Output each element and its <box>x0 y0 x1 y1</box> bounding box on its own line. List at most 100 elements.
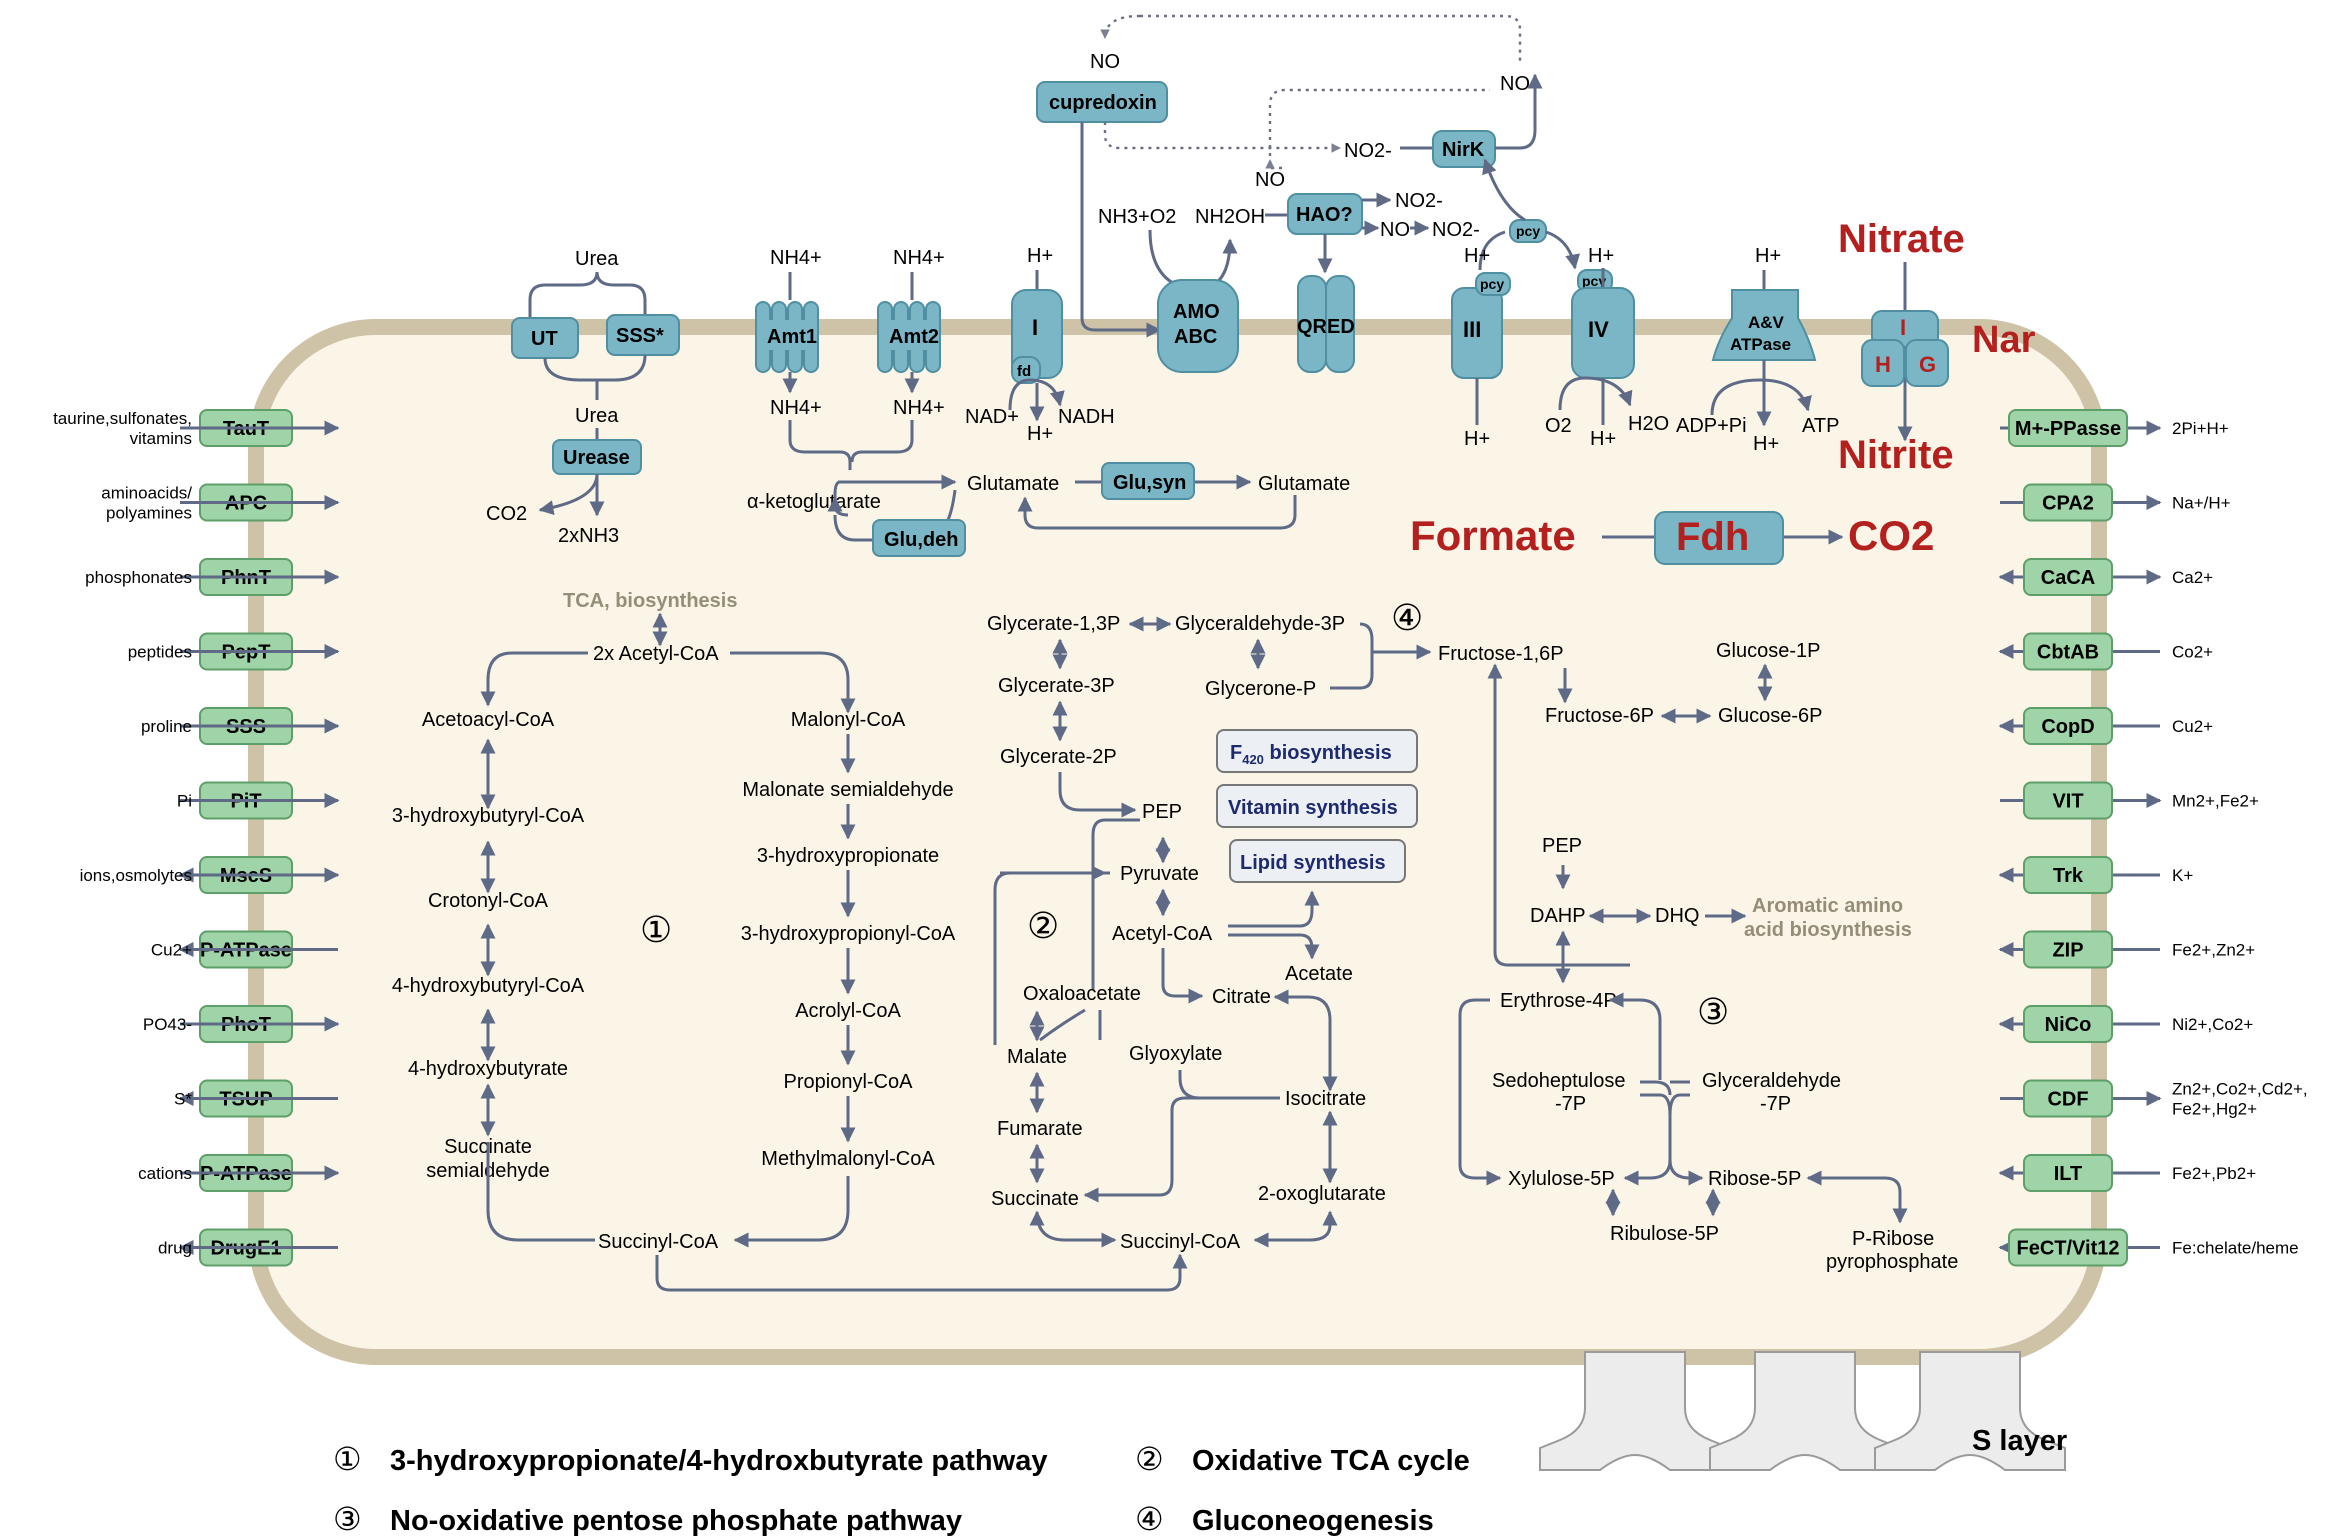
ribose-prpp-arrow <box>1806 1170 1908 1224</box>
succinyl-link-path <box>655 1253 1188 1292</box>
h-plus-iv-bottom: H+ <box>1590 428 1616 450</box>
left-substrate-label: peptides <box>128 643 192 662</box>
nitrite-label: Nitrite <box>1838 433 1954 477</box>
cupredoxin-protein <box>1036 81 1168 123</box>
pcy-top-label: pcy <box>1516 223 1540 239</box>
amt1-transporter <box>755 301 819 373</box>
formate-label: Formate <box>1410 512 1576 559</box>
succinyl-succinate-arrow <box>1029 1210 1117 1248</box>
sedo-ribose-arrow <box>1668 1093 1704 1186</box>
pcy-top <box>1509 219 1547 243</box>
nh4-in-2: NH4+ <box>893 397 945 419</box>
left-substrate-label: Pi <box>177 792 192 811</box>
no2-hao-label: NO2- <box>1395 190 1443 212</box>
right-transporter-label: M+-PPasse <box>2015 418 2121 440</box>
acetyl-coa-2x-label: 2x Acetyl-CoA <box>593 643 719 665</box>
glyoxylate-label: Glyoxylate <box>1129 1043 1222 1065</box>
fdh-label: Fdh <box>1676 515 1749 559</box>
h-plus-atpase-bottom: H+ <box>1753 433 1779 455</box>
acetyl-lipid-arrow <box>1228 890 1320 928</box>
ut-label: UT <box>531 328 558 350</box>
right-substrate-label: Ca2+ <box>2172 568 2213 587</box>
right-transporter-label: Trk <box>2053 865 2084 887</box>
right-transporter-box <box>2023 558 2113 596</box>
left-substrate-label: taurine,sulfonates, <box>53 409 192 428</box>
right-transporter-box <box>2023 930 2113 969</box>
glycerate-3p-label: Glycerate-3P <box>998 675 1115 697</box>
amt2-label: Amt2 <box>889 326 939 348</box>
right-transporter-label: NiCo <box>2045 1014 2092 1036</box>
cupredoxin-amo-arrow <box>1080 122 1162 338</box>
erythrose-4p-label: Erythrose-4P <box>1500 990 1617 1012</box>
atpase-label-2: ATPase <box>1730 335 1791 354</box>
pcy-iv-arrow <box>1545 230 1581 270</box>
av-atpase <box>1711 289 1817 361</box>
left-substrate-label: PO43- <box>143 1015 192 1034</box>
p1-right-metabolite: 3-hydroxypropionyl-CoA <box>741 923 956 945</box>
prpp-label-2: pyrophosphate <box>1826 1251 1958 1273</box>
amt2-transporter <box>877 301 941 373</box>
right-transporter-box <box>2023 483 2113 522</box>
glu-syn-label: Glu,syn <box>1113 472 1186 494</box>
cupredoxin-no2-dotted <box>1103 122 1341 153</box>
glyceraldehyde-7p-label-1: Glyceraldehyde <box>1702 1070 1841 1092</box>
right-substrate-label: Ni2+,Co2+ <box>2172 1015 2253 1034</box>
succinyl-coa-p2-label: Succinyl-CoA <box>1120 1231 1241 1253</box>
f420-box <box>1216 729 1418 773</box>
vitamin-label: Vitamin synthesis <box>1228 797 1398 819</box>
acetyl-acetate-arrow <box>1228 933 1320 960</box>
h-plus-ci-top: H+ <box>1027 245 1053 267</box>
urea-ut-path <box>528 271 599 318</box>
no-label-4: NO <box>1380 219 1410 241</box>
glutamate-return-path <box>1017 495 1297 530</box>
right-substrate-label: 2Pi+H+ <box>2172 419 2229 438</box>
prpp-label-1: P-Ribose <box>1852 1228 1934 1250</box>
atpase-label-1: A&V <box>1748 313 1785 332</box>
left-substrate-label: ions,osmolytes <box>80 866 192 885</box>
legend-num-3: ③ <box>333 1501 362 1537</box>
oxoglutarate-label: 2-oxoglutarate <box>1258 1183 1386 1205</box>
nh2oh-label: NH2OH <box>1195 206 1265 228</box>
right-substrate-label: Co2+ <box>2172 643 2213 662</box>
lipid-label: Lipid synthesis <box>1240 852 1386 874</box>
acetyl-malonyl-arrow <box>730 651 856 714</box>
glu-deh-link <box>833 514 875 542</box>
urea-outside-label: Urea <box>575 248 619 270</box>
urea-sss-path <box>595 271 647 318</box>
qred-protein <box>1297 275 1355 373</box>
cupredoxin-label: cupredoxin <box>1049 92 1157 114</box>
p1-right-metabolite: Malonate semialdehyde <box>742 779 953 801</box>
no-dotted-mid <box>1268 88 1490 170</box>
f420-label: F420 biosynthesis <box>1230 742 1392 767</box>
co2-label: CO2 <box>486 503 527 525</box>
fumarate-label: Fumarate <box>997 1118 1083 1140</box>
nar-subunit-g <box>1905 339 1949 387</box>
right-transporter-box <box>2023 1005 2113 1043</box>
sedoheptulose-label-1: Sedoheptulose <box>1492 1070 1625 1092</box>
nitrate-label: Nitrate <box>1838 217 1965 261</box>
right-substrate-label: Cu2+ <box>2172 717 2213 736</box>
o2-label: O2 <box>1545 415 1572 437</box>
glyceraldehyde-7p-label-2: -7P <box>1760 1093 1791 1115</box>
right-substrate-label: Fe2+,Pb2+ <box>2172 1164 2256 1183</box>
h-plus-iii-top: H+ <box>1464 245 1490 267</box>
glu-deh-enzyme <box>872 519 966 557</box>
aromatic-label-1: Aromatic amino <box>1752 895 1903 917</box>
nh4-glu-path-1 <box>788 420 852 470</box>
h-plus-iii-bottom: H+ <box>1464 428 1490 450</box>
p1-right-metabolite: Methylmalonyl-CoA <box>761 1148 935 1170</box>
pathway-2-marker: ② <box>1027 905 1059 946</box>
